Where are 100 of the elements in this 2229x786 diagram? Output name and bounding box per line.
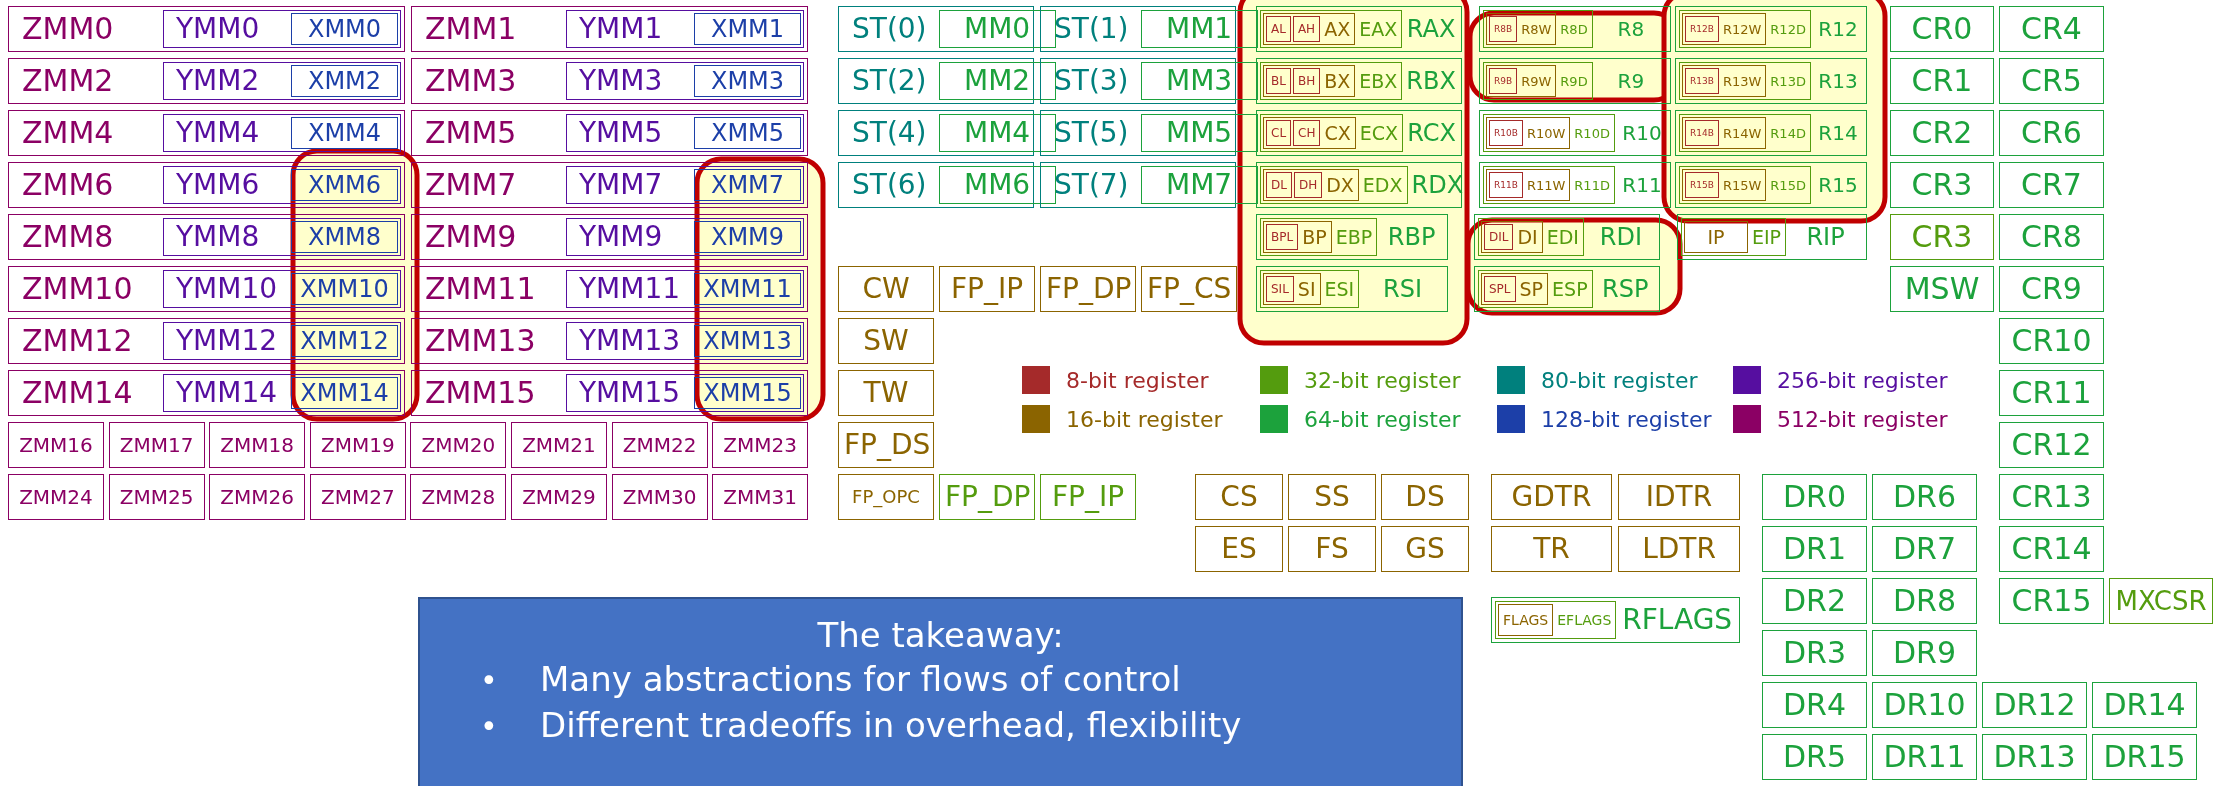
register-box (291, 169, 398, 201)
register-name: ZMM31 (722, 484, 798, 511)
register-box (1292, 16, 1321, 42)
register-box (1762, 630, 1867, 676)
register-name: YMM13 (578, 325, 682, 357)
register-name: R15 (1817, 172, 1859, 199)
register-box (1489, 68, 1518, 94)
register-box (938, 10, 1056, 48)
register-name: ZMM5 (424, 114, 518, 152)
register-box (1478, 218, 1584, 256)
register-box (411, 318, 808, 364)
register-name: BP (1301, 224, 1328, 250)
register-box (1762, 682, 1867, 728)
register-box (1288, 526, 1376, 572)
register-name: EDX (1361, 172, 1404, 198)
register-box (1491, 474, 1612, 520)
register-box (1762, 526, 1867, 572)
register-box (1266, 120, 1292, 146)
register-name: CR12 (2010, 426, 2093, 464)
register-box (1266, 224, 1299, 250)
register-name: YMM2 (175, 65, 261, 97)
register-box (1682, 13, 1767, 45)
register-name: XMM2 (306, 68, 383, 94)
register-box (163, 218, 401, 256)
register-box (411, 6, 808, 52)
register-box (8, 162, 405, 208)
register-name: ZMM28 (420, 484, 497, 511)
register-name: FP_IP (949, 271, 1025, 307)
register-name: DR9 (1891, 634, 1957, 672)
register-name: XMM1 (709, 16, 786, 42)
register-box (1486, 117, 1571, 149)
register-name: RBX (1405, 66, 1457, 97)
register-name: MM3 (1164, 65, 1234, 97)
register-box (611, 474, 708, 520)
register-name: ZMM9 (424, 218, 518, 256)
register-box (1040, 474, 1136, 520)
register-box (1489, 120, 1523, 146)
register-name: R13D (1769, 72, 1807, 91)
register-box (1140, 166, 1258, 204)
register-box (1682, 169, 1767, 201)
register-name: ST(6) (851, 167, 928, 203)
register-name: CR3 (1910, 218, 1974, 256)
register-name: EAX (1358, 16, 1399, 42)
register-box (8, 370, 405, 416)
register-box (566, 62, 804, 100)
register-box (1675, 58, 1867, 104)
register-box (838, 318, 934, 364)
register-name: DR7 (1891, 530, 1957, 568)
register-name: ZMM6 (21, 166, 115, 204)
register-name: CR3 (1910, 166, 1974, 204)
register-name: ZMM11 (424, 270, 537, 308)
register-name: TR (1532, 531, 1571, 567)
register-name: DR1 (1781, 530, 1847, 568)
register-name: EIP (1751, 224, 1783, 250)
register-box (1872, 682, 1977, 728)
register-box (1479, 162, 1671, 208)
register-name: TW (862, 375, 910, 411)
register-name: CR7 (2020, 166, 2083, 204)
register-box (694, 221, 801, 253)
register-box (712, 422, 809, 468)
takeaway-title: The takeaway: (816, 614, 1065, 657)
register-name: R10D (1573, 124, 1611, 143)
register-box (511, 474, 607, 520)
register-box (1685, 120, 1719, 146)
register-box (1260, 218, 1378, 256)
register-name: XMM13 (702, 328, 793, 354)
register-box (838, 474, 934, 520)
register-name: DR8 (1891, 582, 1957, 620)
register-box (938, 166, 1056, 204)
register-box (108, 474, 205, 520)
register-name: R9 (1616, 68, 1646, 95)
register-name: FP_OPC (851, 485, 921, 510)
register-name: YMM12 (175, 325, 279, 357)
register-name: DR3 (1781, 634, 1847, 672)
register-box (1474, 266, 1660, 312)
register-name: ZMM25 (118, 484, 195, 511)
register-box (1762, 474, 1867, 520)
register-name: R12B (1689, 22, 1715, 36)
register-name: MM7 (1164, 169, 1234, 201)
register-name: YMM0 (175, 13, 261, 45)
register-name: ZMM20 (420, 432, 497, 459)
register-box (1266, 16, 1291, 42)
register-box (694, 65, 801, 97)
register-box (1292, 68, 1321, 94)
register-box (2092, 682, 2197, 728)
register-name: R11B (1493, 178, 1519, 192)
register-name: SW (862, 323, 910, 359)
register-name: BL (1270, 73, 1287, 90)
register-name: DR14 (2102, 686, 2187, 724)
register-box (411, 266, 808, 312)
register-name: R14B (1689, 126, 1715, 140)
register-box (1486, 169, 1571, 201)
register-name: CL (1270, 125, 1288, 142)
bullet-item: Many abstractions for flows of control (540, 658, 1181, 702)
register-box (163, 114, 401, 152)
register-box (511, 422, 607, 468)
register-name: XMM6 (306, 172, 383, 198)
register-name: R12W (1721, 20, 1763, 39)
register-name: ST(7) (1053, 167, 1130, 203)
bullet-item: Different tradeoffs in overhead, flexibility (540, 704, 1242, 748)
